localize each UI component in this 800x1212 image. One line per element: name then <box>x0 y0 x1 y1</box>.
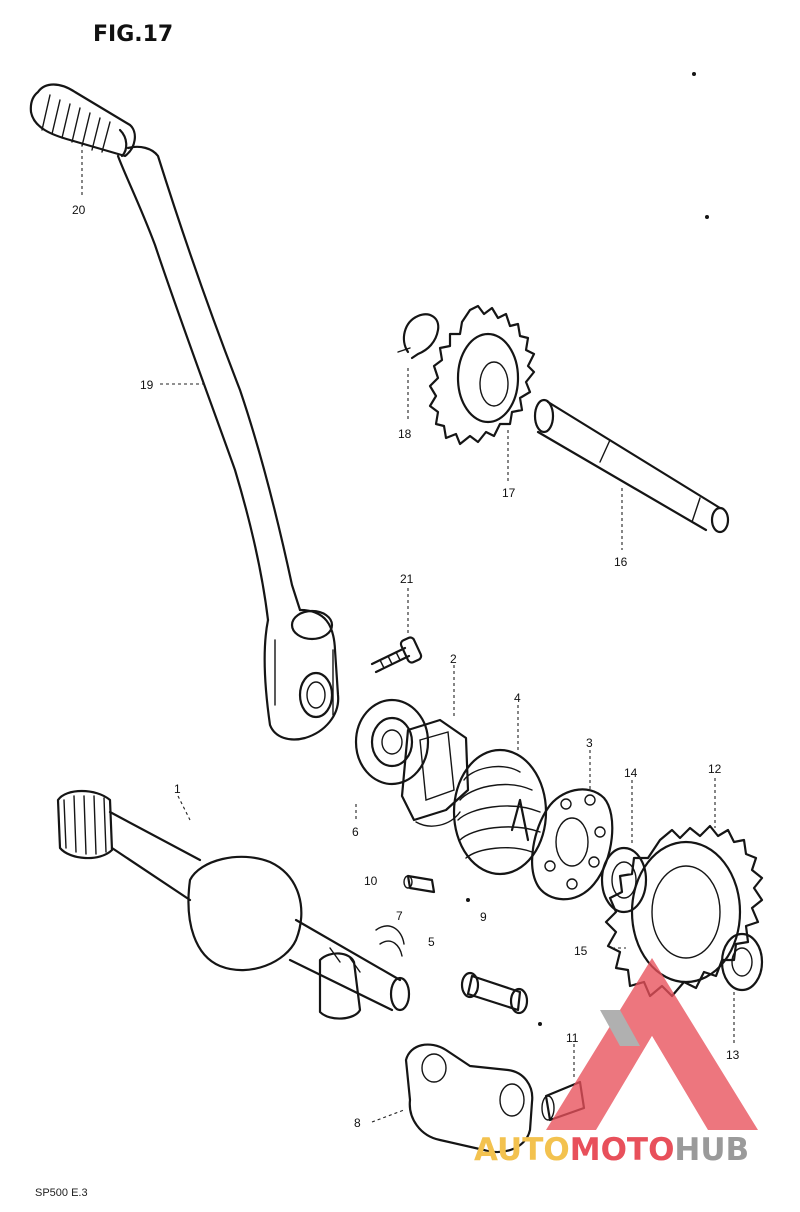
kick-idle-gear <box>428 304 536 446</box>
watermark-accent-icon <box>600 1010 640 1046</box>
part-label-18: 18 <box>398 427 412 441</box>
part-label-3: 3 <box>586 736 593 750</box>
part-label-5: 5 <box>428 935 435 949</box>
watermark-text: AUTOMOTOHUB <box>474 1132 749 1168</box>
part-label-9: 9 <box>480 910 487 924</box>
part-label-10: 10 <box>364 874 378 888</box>
stopper-marks <box>466 898 542 1026</box>
watermark-triangle-inner-icon <box>614 1036 690 1100</box>
part-label-13: 13 <box>726 1048 740 1062</box>
gear-washer <box>720 932 764 992</box>
kick-pedal-rubber-grip <box>29 83 136 158</box>
thrust-washer <box>600 846 648 914</box>
watermark-text-hub: HUB <box>674 1132 749 1168</box>
kick-starter-shaft <box>56 789 411 1012</box>
part-label-8: 8 <box>354 1116 361 1130</box>
speck <box>705 215 709 219</box>
kick-starter-lever <box>116 145 340 741</box>
part-label-17: 17 <box>502 486 516 500</box>
part-label-19: 19 <box>140 378 154 392</box>
watermark-text-auto: AUTO <box>474 1132 570 1168</box>
part-label-14: 14 <box>624 766 638 780</box>
figure-title: FIG.17 <box>93 22 173 47</box>
part-label-7: 7 <box>396 909 403 923</box>
part-label-4: 4 <box>514 691 521 705</box>
spring-guide-plate <box>531 788 614 901</box>
kick-starter-guide <box>400 718 470 827</box>
part-label-12: 12 <box>708 762 722 776</box>
part-label-16: 16 <box>614 555 628 569</box>
leader-lines <box>81 150 735 1123</box>
part-label-1: 1 <box>174 782 181 796</box>
watermark-logo <box>546 958 758 1130</box>
oil-seal <box>354 698 430 786</box>
shaft-pin <box>403 874 436 894</box>
kick-stopper-bracket <box>404 1043 534 1154</box>
ratchet-spring <box>318 925 405 1020</box>
circlip <box>397 313 440 360</box>
watermark-triangle-icon <box>546 958 758 1130</box>
lever-bolt <box>370 636 423 674</box>
part-label-11: 11 <box>566 1031 579 1045</box>
part-number-labels: 20 19 18 17 16 21 2 4 3 14 12 6 1 10 7 5… <box>72 203 740 1130</box>
idle-gear-shaft <box>533 398 730 534</box>
gear-collar <box>460 971 529 1015</box>
part-label-20: 20 <box>72 203 86 217</box>
watermark-text-moto: MOTO <box>570 1132 675 1168</box>
part-label-15: 15 <box>574 944 588 958</box>
kick-starter-gear <box>604 824 764 998</box>
figure-code: SP500 E.3 <box>35 1187 88 1199</box>
part-label-6: 6 <box>352 825 359 839</box>
part-label-21: 21 <box>400 572 414 586</box>
speck <box>692 72 696 76</box>
part-label-2: 2 <box>450 652 457 666</box>
